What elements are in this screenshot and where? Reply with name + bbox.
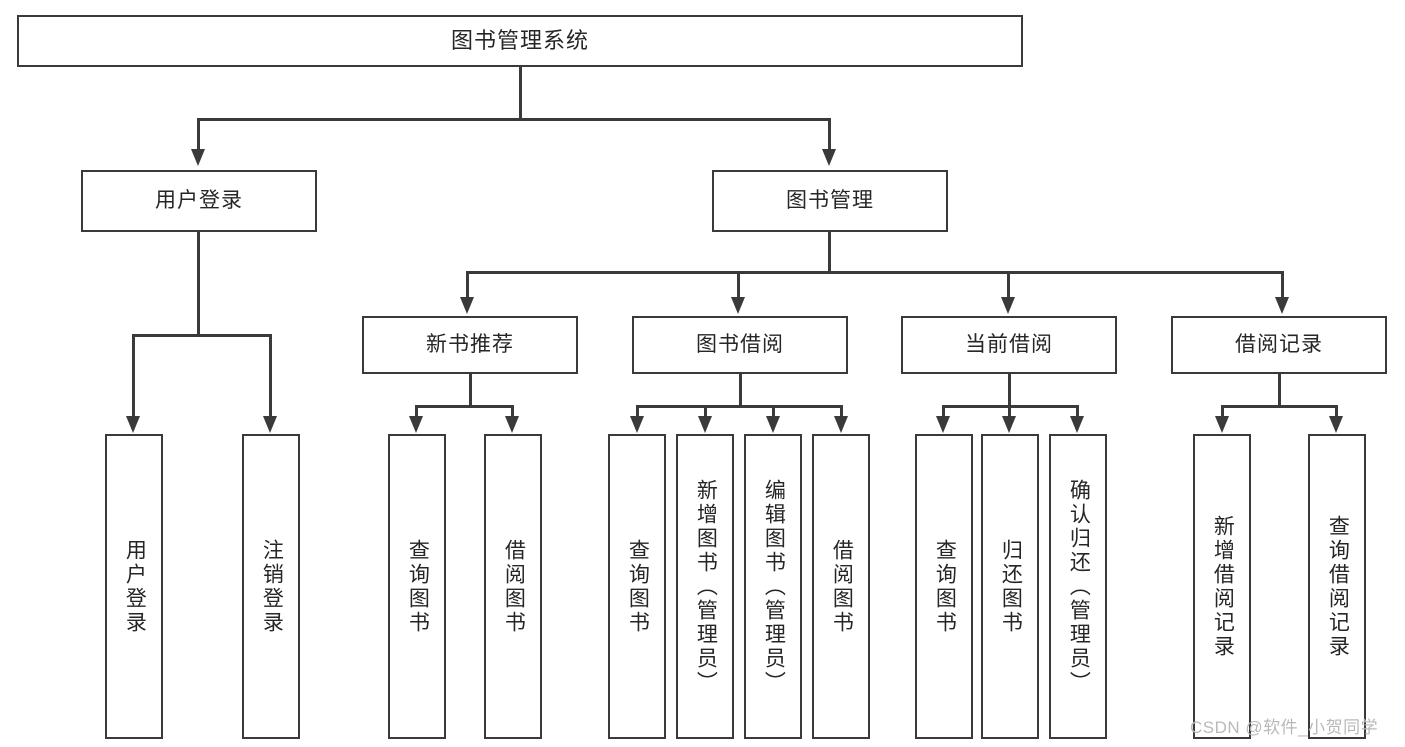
leaf-edit-book-admin[interactable]: 编辑图书（管理员） (744, 434, 802, 739)
leaf-add-borrow-record[interactable]: 新增借阅记录 (1193, 434, 1251, 739)
connector-currentborrow-to-leaf-3 (1076, 405, 1079, 418)
connector-borrowrecord-bus (1221, 405, 1337, 408)
node-label: 确认归还（管理员） (1067, 478, 1091, 695)
connector-bookborrow-bus (636, 405, 843, 408)
connector-newbook-to-leaf-2 (511, 405, 514, 418)
node-label: 新增图书（管理员） (694, 478, 718, 695)
arrowhead-currentborrow-leaf-2 (1002, 416, 1016, 433)
connector-userlogin-bus (132, 334, 271, 337)
node-borrow-record[interactable]: 借阅记录 (1171, 316, 1387, 374)
node-label: 新书推荐 (426, 332, 514, 356)
leaf-return-books[interactable]: 归还图书 (981, 434, 1039, 739)
node-label: 编辑图书（管理员） (762, 478, 786, 695)
arrowhead-bookmgmt-l3-3 (1001, 297, 1015, 314)
node-label: 查询图书 (626, 538, 650, 635)
connector-bookmgmt-to-l3-3 (1007, 271, 1010, 299)
connector-root-stem (519, 67, 522, 118)
connector-bookborrow-to-leaf-1 (636, 405, 639, 418)
arrowhead-bookmgmt-l3-2 (731, 297, 745, 314)
leaf-user-logout[interactable]: 注销登录 (242, 434, 300, 739)
connector-newbook-bus (415, 405, 514, 408)
arrowhead-bookborrow-leaf-4 (834, 416, 848, 433)
arrowhead-currentborrow-leaf-1 (936, 416, 950, 433)
node-label: 借阅图书 (502, 538, 526, 635)
node-label: 新增借阅记录 (1211, 514, 1235, 659)
connector-userlogin-to-leaf-1 (132, 334, 135, 418)
arrowhead-root-to-bookmgmt (822, 149, 836, 166)
connector-root-to-bookmgmt (828, 118, 831, 151)
node-user-login[interactable]: 用户登录 (81, 170, 317, 232)
node-new-book-recommend[interactable]: 新书推荐 (362, 316, 578, 374)
node-label: 注销登录 (260, 538, 284, 635)
arrowhead-bookmgmt-l3-1 (460, 297, 474, 314)
connector-borrowrecord-stem (1278, 374, 1281, 405)
leaf-query-books-current[interactable]: 查询图书 (915, 434, 973, 739)
node-label: 查询图书 (406, 538, 430, 635)
connector-root-bus (197, 118, 831, 121)
leaf-query-books-borrow[interactable]: 查询图书 (608, 434, 666, 739)
arrowhead-bookborrow-leaf-1 (630, 416, 644, 433)
node-current-borrow[interactable]: 当前借阅 (901, 316, 1117, 374)
node-label: 查询借阅记录 (1326, 514, 1350, 659)
watermark-text: CSDN @软件_小贺同学 (1190, 718, 1379, 737)
node-label: 图书管理系统 (450, 28, 589, 54)
arrowhead-bookborrow-leaf-3 (766, 416, 780, 433)
arrowhead-borrowrecord-leaf-1 (1215, 416, 1229, 433)
connector-newbook-to-leaf-1 (415, 405, 418, 418)
arrowhead-newbook-leaf-1 (409, 416, 423, 433)
arrowhead-root-to-userlogin (191, 149, 205, 166)
arrowhead-borrowrecord-leaf-2 (1329, 416, 1343, 433)
connector-bookmgmt-to-l3-1 (466, 271, 469, 299)
leaf-add-book-admin[interactable]: 新增图书（管理员） (676, 434, 734, 739)
node-label: 当前借阅 (965, 332, 1053, 356)
leaf-borrow-books[interactable]: 借阅图书 (812, 434, 870, 739)
connector-currentborrow-to-leaf-1 (942, 405, 945, 418)
node-label: 图书借阅 (696, 332, 784, 356)
arrowhead-bookborrow-leaf-2 (698, 416, 712, 433)
connector-userlogin-to-leaf-2 (269, 334, 272, 418)
arrowhead-currentborrow-leaf-3 (1070, 416, 1084, 433)
connector-bookborrow-to-leaf-2 (704, 405, 707, 418)
connector-bookmgmt-stem (828, 232, 831, 271)
leaf-confirm-return-admin[interactable]: 确认归还（管理员） (1049, 434, 1107, 739)
connector-bookmgmt-to-l3-4 (1281, 271, 1284, 299)
connector-root-to-userlogin (197, 118, 200, 151)
connector-bookborrow-stem (739, 374, 742, 405)
arrowhead-userlogin-leaf-1 (126, 416, 140, 433)
leaf-query-books-recommend[interactable]: 查询图书 (388, 434, 446, 739)
node-label: 查询图书 (933, 538, 957, 635)
leaf-user-login[interactable]: 用户登录 (105, 434, 163, 739)
node-label: 借阅记录 (1235, 332, 1323, 356)
connector-currentborrow-stem (1008, 374, 1011, 405)
connector-borrowrecord-to-leaf-1 (1221, 405, 1224, 418)
arrowhead-userlogin-leaf-2 (263, 416, 277, 433)
node-book-management[interactable]: 图书管理 (712, 170, 948, 232)
node-label: 图书管理 (786, 188, 874, 212)
connector-newbook-stem (469, 374, 472, 405)
node-label: 用户登录 (123, 538, 147, 635)
connector-bookmgmt-to-l3-2 (737, 271, 740, 299)
leaf-borrow-books-recommend[interactable]: 借阅图书 (484, 434, 542, 739)
arrowhead-newbook-leaf-2 (505, 416, 519, 433)
connector-currentborrow-to-leaf-2 (1008, 405, 1011, 418)
connector-userlogin-stem (197, 232, 200, 334)
connector-borrowrecord-to-leaf-2 (1335, 405, 1338, 418)
node-book-borrow[interactable]: 图书借阅 (632, 316, 848, 374)
node-root-system[interactable]: 图书管理系统 (17, 15, 1023, 67)
node-label: 用户登录 (155, 188, 243, 212)
connector-bookborrow-to-leaf-3 (772, 405, 775, 418)
connector-bookmgmt-bus (466, 271, 1284, 274)
leaf-query-borrow-record[interactable]: 查询借阅记录 (1308, 434, 1366, 739)
arrowhead-bookmgmt-l3-4 (1275, 297, 1289, 314)
connector-bookborrow-to-leaf-4 (840, 405, 843, 418)
node-label: 归还图书 (999, 538, 1023, 635)
node-label: 借阅图书 (830, 538, 854, 635)
